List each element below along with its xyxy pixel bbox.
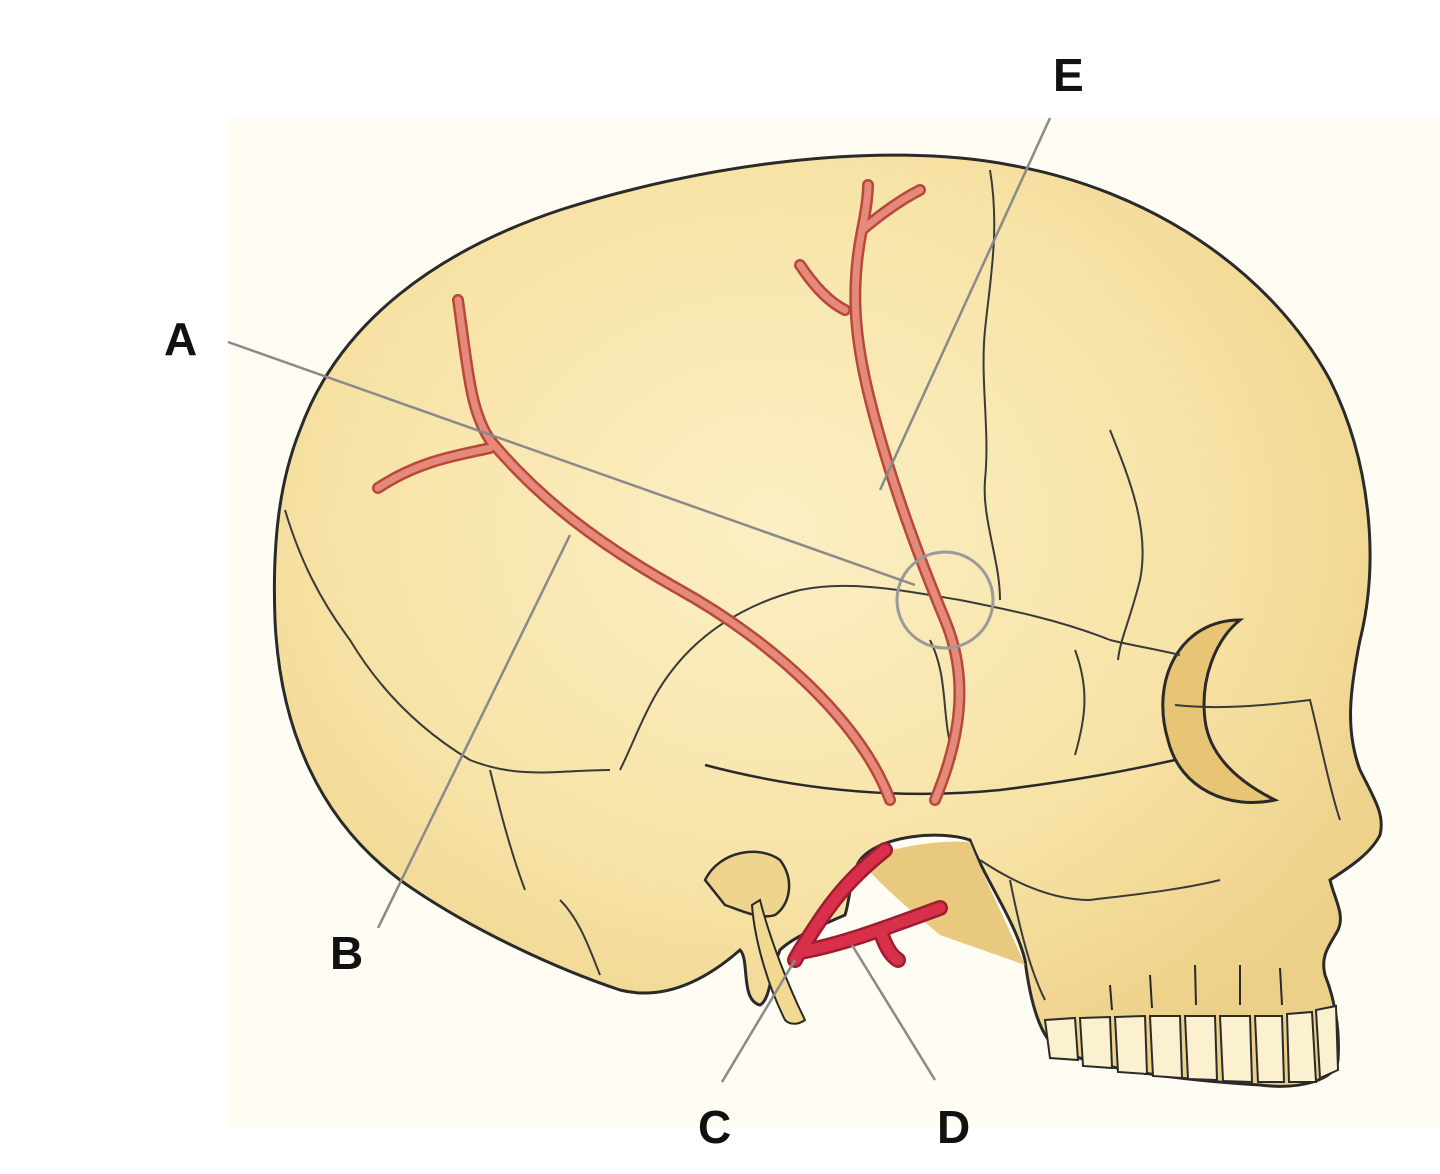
label-c: C [698,1101,732,1153]
maxilla-tooth-roots [1109,964,1283,1011]
middle-meningeal-artery [372,179,966,806]
leader-line-b [376,534,572,929]
leader-line-c [720,959,797,1083]
leader-line-e [878,117,1052,491]
styloid-process [750,898,807,1025]
maxillary-artery [787,842,948,968]
mastoid-process [703,850,791,918]
label-e: E [1053,49,1084,101]
label-d: D [937,1101,971,1153]
pterion-circle [895,550,995,650]
label-a: A [164,313,198,365]
leader-line-a [227,340,916,587]
label-b: B [330,927,364,979]
sutures [284,169,1341,1001]
leader-lines [227,117,1052,1083]
orbit [1161,618,1280,804]
leader-line-d [850,944,937,1081]
teeth [1043,1004,1340,1084]
zygomatic-arch [704,758,1176,796]
skull-outline [272,153,1383,1088]
